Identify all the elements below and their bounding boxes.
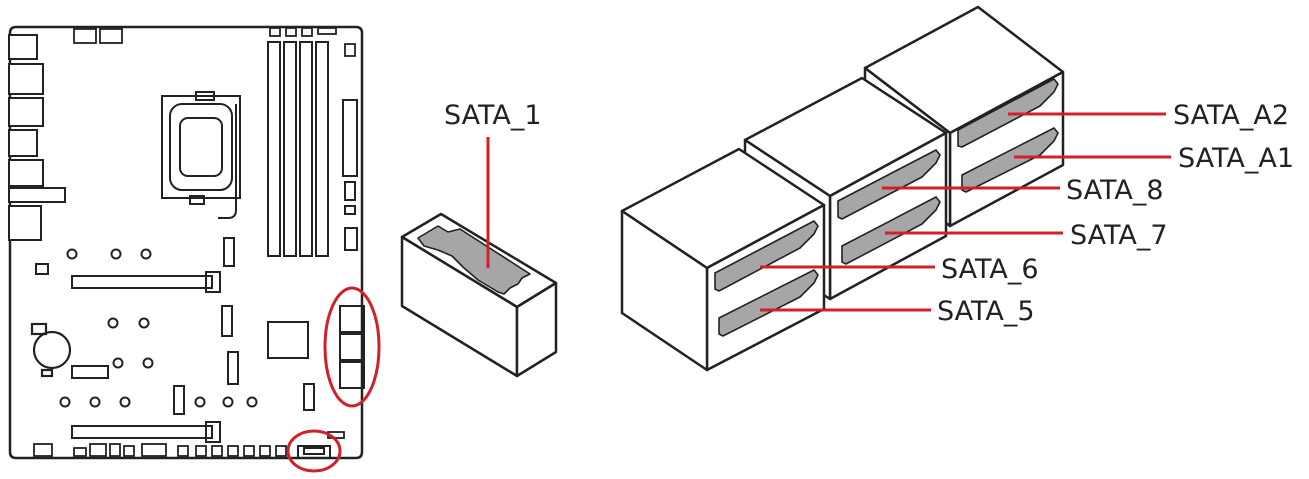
label-sata-a1: SATA_A1	[1178, 143, 1294, 174]
label-sata-5: SATA_5	[937, 296, 1035, 327]
rear-io-ports	[8, 34, 66, 241]
chipset	[267, 321, 309, 359]
bottom-headers	[33, 431, 345, 457]
m2-standoffs	[35, 237, 315, 415]
pcie-slot-1	[71, 271, 221, 293]
pcie-slot-2	[71, 421, 221, 443]
cube-front	[620, 147, 826, 372]
highlight-side-sata	[323, 286, 381, 408]
callout-lines	[486, 112, 1171, 312]
top-headers	[73, 27, 356, 57]
highlight-bottom-sata	[286, 429, 342, 473]
dimm-slots	[267, 41, 329, 257]
label-sata-7: SATA_7	[1070, 220, 1168, 251]
label-sata-1: SATA_1	[444, 100, 542, 131]
label-sata-6: SATA_6	[941, 254, 1039, 285]
cpu-socket	[161, 91, 241, 219]
label-sata-a2: SATA_A2	[1173, 100, 1289, 131]
cmos-battery	[30, 322, 72, 378]
label-sata-8: SATA_8	[1066, 175, 1164, 206]
highlight-ellipses	[286, 286, 381, 473]
onboard-sata-ports	[339, 305, 365, 389]
bottom-sata-port	[297, 445, 331, 459]
sata-1-connector	[400, 212, 558, 378]
right-edge-headers	[342, 99, 358, 251]
motherboard-outline	[8, 25, 364, 460]
sata-1-slot	[417, 225, 531, 295]
sata-stack-cubes	[620, 5, 1065, 372]
